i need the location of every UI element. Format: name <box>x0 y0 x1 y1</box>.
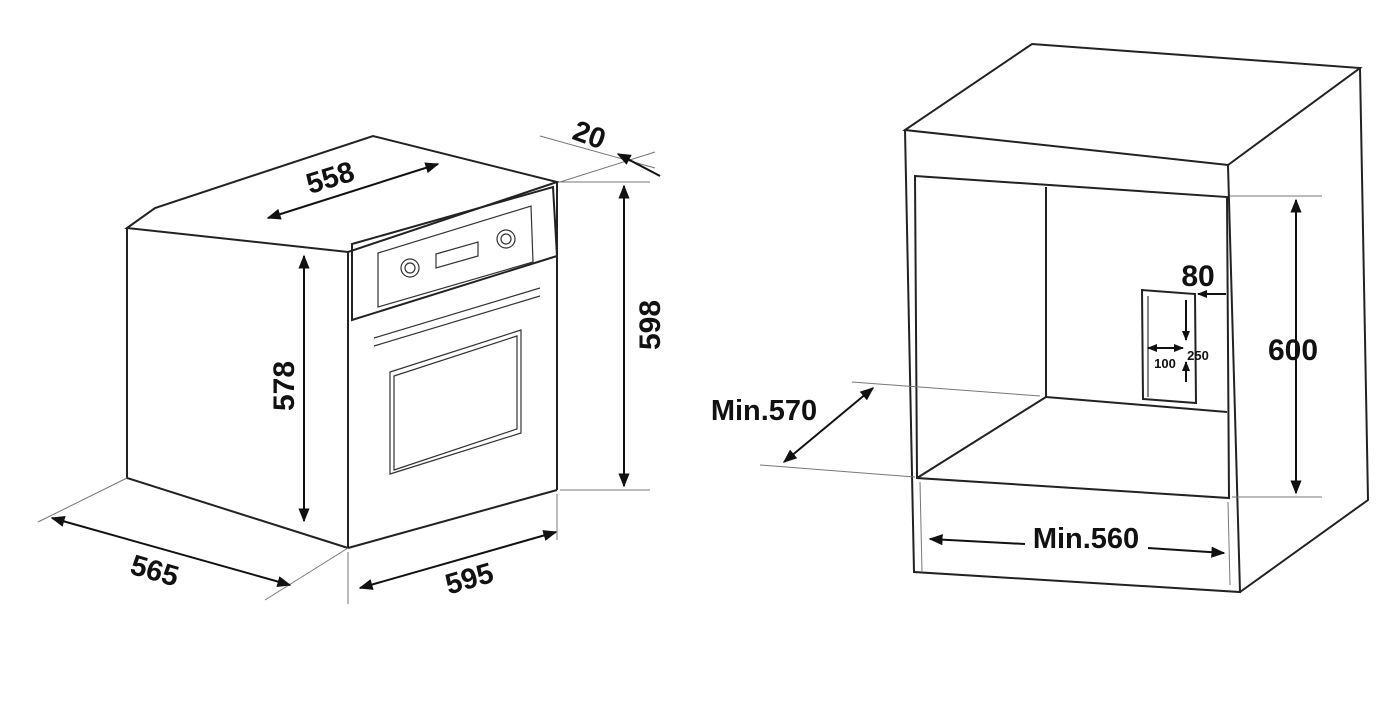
cabinet-top-face <box>902 42 1363 167</box>
door-window-inner <box>393 335 518 471</box>
dim-20-ext-2 <box>559 151 656 183</box>
right-knob-inner <box>500 233 512 245</box>
dim-565-ext-2 <box>264 547 349 601</box>
door-handle-line-1 <box>373 287 541 339</box>
dim-570-ext-1 <box>851 381 1041 397</box>
oven-bottom-edge <box>347 489 558 549</box>
niche-opening <box>913 174 1231 500</box>
oven-body-outline <box>124 134 561 254</box>
oven-drawing: 558 20 598 578 565 595 <box>37 115 667 604</box>
dim-560-label: Min.560 <box>1033 523 1139 555</box>
dim-100-label: 100 <box>1154 356 1176 371</box>
dim-570-label: Min.570 <box>711 395 817 427</box>
niche-floor-left-edge <box>916 396 1047 479</box>
dim-20-arrow <box>616 153 661 177</box>
control-panel <box>351 185 559 322</box>
dim-565-arrow <box>50 516 292 587</box>
dim-560-arrow-right <box>1147 546 1226 558</box>
dim-250-label: 250 <box>1187 348 1209 363</box>
dim-565-label: 565 <box>127 549 182 593</box>
dim-570-arrow <box>782 387 875 463</box>
vent-cutout <box>1140 288 1198 405</box>
cabinet-side-face <box>1239 67 1370 593</box>
dim-600-label: 600 <box>1268 334 1318 367</box>
dim-560-ext-2 <box>1227 501 1231 586</box>
dim-578-label: 578 <box>268 361 301 411</box>
dim-595-label: 595 <box>442 557 497 601</box>
dim-558-arrow <box>266 162 440 220</box>
oven-side-face <box>126 228 349 549</box>
cabinet-drawing: 80 100 250 600 Min.570 Min.560 <box>711 42 1370 594</box>
left-knob-icon <box>400 258 420 278</box>
dim-570-ext-2 <box>759 464 916 478</box>
control-panel-inner <box>377 205 534 308</box>
dim-595-arrow <box>358 530 558 590</box>
door-window <box>389 329 522 475</box>
dim-598-label: 598 <box>634 300 667 350</box>
display-window-icon <box>435 241 479 269</box>
dim-80-label: 80 <box>1181 260 1214 293</box>
left-knob-inner <box>404 262 416 274</box>
niche-floor-back-edge <box>1045 396 1228 413</box>
dim-560-arrow-left <box>928 534 1026 546</box>
dim-20-label: 20 <box>568 115 609 156</box>
cabinet-front-frame <box>904 129 1242 594</box>
door-handle-line-2 <box>373 295 541 347</box>
dim-558-label: 558 <box>303 156 359 201</box>
right-knob-icon <box>496 229 516 249</box>
dim-560-ext-1 <box>919 481 923 573</box>
dim-565-ext-1 <box>37 477 128 523</box>
